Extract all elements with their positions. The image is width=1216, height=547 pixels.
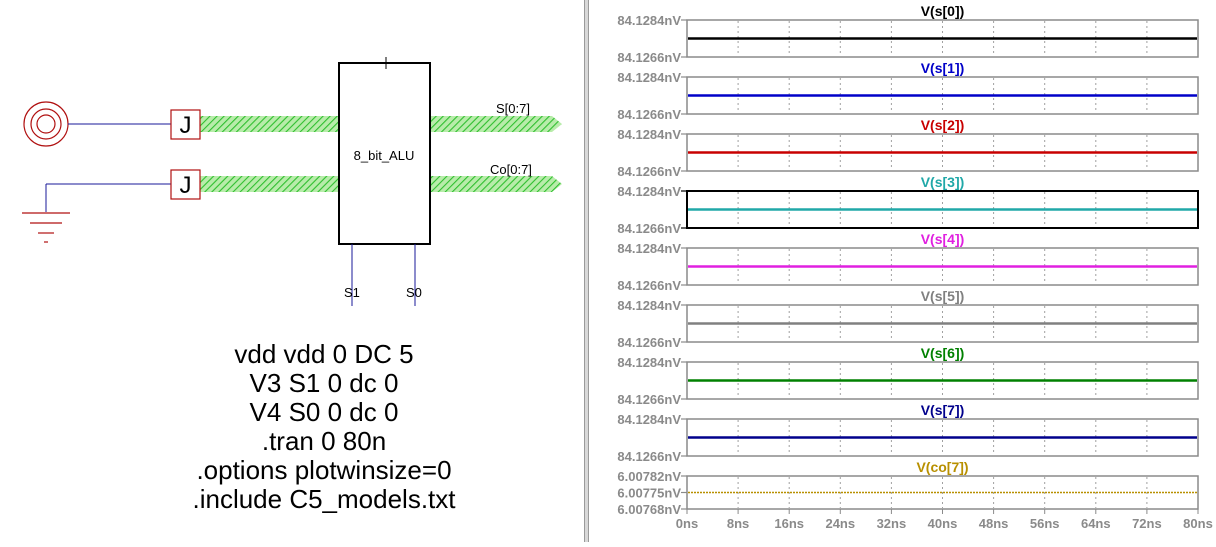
vdd-source-icon[interactable]	[23, 101, 69, 147]
plot-pane[interactable]: V(s[0]) 84.1284nV 84.1266nV	[617, 3, 1199, 65]
netlist-line: V4 S0 0 dc 0	[250, 397, 399, 427]
trace-title[interactable]: V(s[6])	[921, 345, 965, 361]
y-tick-label: 84.1284nV	[617, 13, 681, 28]
jumper-icon[interactable]: J	[170, 169, 201, 200]
jumper-glyph: J	[180, 112, 192, 139]
y-tick-label: 6.00782nV	[617, 469, 681, 484]
netlist-line: vdd vdd 0 DC 5	[234, 339, 413, 369]
trace-title[interactable]: V(s[4])	[921, 231, 965, 247]
ground-icon[interactable]	[22, 184, 70, 243]
y-tick-label: 84.1266nV	[617, 221, 681, 236]
schematic-canvas[interactable]: J J 8_bit_ALU S[0:7] Co[0:7] S1 S0 vdd v…	[0, 0, 584, 542]
y-tick-label: 84.1266nV	[617, 335, 681, 350]
alu-label: 8_bit_ALU	[354, 148, 415, 163]
y-tick-label: 84.1284nV	[617, 127, 681, 142]
waveform-canvas[interactable]: V(s[0]) 84.1284nV 84.1266nV V(s[1]) 84.1284n…	[589, 0, 1216, 542]
y-tick-label: 84.1284nV	[617, 184, 681, 199]
bus-vdd	[200, 116, 339, 132]
plot-pane[interactable]: V(s[4]) 84.1284nV 84.1266nV	[617, 231, 1199, 293]
trace-title[interactable]: V(s[0])	[921, 3, 965, 19]
jumper-icon[interactable]: J	[170, 109, 201, 140]
x-tick-label: 64ns	[1081, 516, 1111, 531]
trace-title[interactable]: V(s[5])	[921, 288, 965, 304]
x-tick-label: 24ns	[825, 516, 855, 531]
output-label-co: Co[0:7]	[490, 162, 532, 177]
netlist-line: .tran 0 80n	[262, 426, 386, 456]
bus-s-out	[430, 116, 552, 132]
netlist-line: .include C5_models.txt	[192, 484, 456, 514]
bus-gnd	[200, 176, 339, 192]
trace-title[interactable]: V(s[3])	[921, 174, 965, 190]
trace-title[interactable]: V(s[7])	[921, 402, 965, 418]
y-tick-label: 6.00768nV	[617, 502, 681, 517]
y-tick-label: 84.1284nV	[617, 298, 681, 313]
waveform-pane[interactable]: V(s[0]) 84.1284nV 84.1266nV V(s[1]) 84.1284n…	[589, 0, 1216, 542]
y-tick-label: 84.1266nV	[617, 107, 681, 122]
output-label-s: S[0:7]	[496, 101, 530, 116]
bus-s-arrow	[552, 116, 562, 132]
x-tick-label: 56ns	[1030, 516, 1060, 531]
plot-pane[interactable]: V(s[3]) 84.1284nV 84.1266nV	[617, 174, 1199, 236]
plot-pane[interactable]: V(s[5]) 84.1284nV 84.1266nV	[617, 288, 1199, 350]
x-tick-label: 0ns	[676, 516, 698, 531]
pane-splitter[interactable]	[584, 0, 589, 542]
y-tick-label: 84.1284nV	[617, 355, 681, 370]
x-tick-label: 40ns	[928, 516, 958, 531]
y-tick-label: 84.1266nV	[617, 392, 681, 407]
x-tick-label: 72ns	[1132, 516, 1162, 531]
y-tick-label: 84.1284nV	[617, 412, 681, 427]
pin-label-s0: S0	[406, 285, 422, 300]
y-tick-label: 84.1266nV	[617, 164, 681, 179]
x-tick-label: 32ns	[877, 516, 907, 531]
plot-pane[interactable]: V(s[1]) 84.1284nV 84.1266nV	[617, 60, 1199, 122]
trace-title[interactable]: V(s[2])	[921, 117, 965, 133]
y-tick-label: 84.1284nV	[617, 241, 681, 256]
plot-pane[interactable]: V(s[2]) 84.1284nV 84.1266nV	[617, 117, 1199, 179]
plot-pane[interactable]: V(s[6]) 84.1284nV 84.1266nV	[617, 345, 1199, 407]
bus-co-out	[430, 176, 552, 192]
y-tick-label: 84.1266nV	[617, 449, 681, 464]
y-tick-label: 84.1266nV	[617, 50, 681, 65]
netlist-directive[interactable]: vdd vdd 0 DC 5 V3 S1 0 dc 0 V4 S0 0 dc 0…	[192, 339, 456, 514]
y-tick-label: 84.1284nV	[617, 70, 681, 85]
x-tick-label: 48ns	[979, 516, 1009, 531]
plot-pane[interactable]: V(s[7]) 84.1284nV 84.1266nV	[617, 402, 1199, 464]
alu-block[interactable]: 8_bit_ALU	[338, 57, 431, 245]
y-tick-label: 84.1266nV	[617, 278, 681, 293]
y-tick-label: 6.00775nV	[617, 486, 681, 501]
x-tick-label: 16ns	[774, 516, 804, 531]
schematic-pane[interactable]: J J 8_bit_ALU S[0:7] Co[0:7] S1 S0 vdd v…	[0, 0, 584, 542]
x-tick-label: 80ns	[1183, 516, 1213, 531]
x-tick-label: 8ns	[727, 516, 749, 531]
jumper-glyph: J	[180, 172, 192, 199]
pin-label-s1: S1	[344, 285, 360, 300]
trace-title[interactable]: V(co[7])	[916, 459, 968, 475]
netlist-line: V3 S1 0 dc 0	[250, 368, 399, 398]
bus-co-arrow	[552, 176, 562, 192]
trace-title[interactable]: V(s[1])	[921, 60, 965, 76]
netlist-line: .options plotwinsize=0	[196, 455, 451, 485]
